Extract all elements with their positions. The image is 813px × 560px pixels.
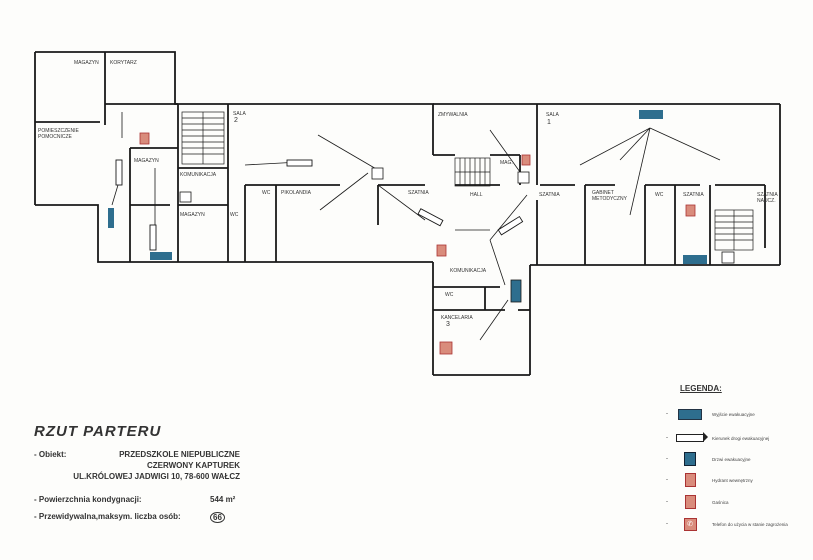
- room-sala-right: SALA: [546, 112, 559, 118]
- room-zmywalnia: ZMYWALNIA: [438, 112, 468, 118]
- object-name-line1: PRZEDSZKOLE NIEPUBLICZNE: [119, 450, 240, 459]
- stairs: [181, 111, 754, 251]
- fire-equipment: [139, 132, 696, 355]
- area-label: - Powierzchnia kondygnacji:: [34, 495, 142, 504]
- emergency-door-icon: [371, 167, 384, 180]
- legend-item: - Kierunek drogi ewakuacyjnej: [666, 432, 770, 442]
- exit-sign-icon: [678, 408, 702, 420]
- fire-extinguisher-icon: [684, 495, 696, 509]
- evacuation-routes: [111, 112, 721, 341]
- legend-title: LEGENDA:: [680, 384, 722, 393]
- room-wc-left: WC: [262, 190, 271, 196]
- legend-item: - Hydrant wewnętrzny: [666, 472, 753, 488]
- exit-sign-icon: [150, 252, 172, 260]
- legend-item: - ✆ Telefon do użycia w stanie zagrożeni…: [666, 516, 788, 532]
- room-mag: MAG.: [500, 160, 513, 166]
- exit-sign-icon: [683, 255, 707, 264]
- legend-item: - Drzwi ewakuacyjne: [666, 451, 751, 467]
- room-szatnia-right1: SZATNIA: [539, 192, 560, 198]
- phone-icon: [439, 341, 453, 355]
- room-magazyn-low: MAGAZYN: [180, 212, 205, 218]
- persons-value: 66: [210, 512, 225, 523]
- emergency-door-icon: [179, 191, 192, 203]
- fire-hydrant-icon: [139, 132, 150, 145]
- room-wc-left2: WC: [230, 212, 239, 218]
- room-kancelaria: KANCELARIA: [441, 315, 473, 321]
- room-magazyn-top: MAGAZYN: [74, 60, 99, 66]
- legend-item: - Gaśnica: [666, 494, 729, 510]
- plan-title: RZUT PARTERU: [34, 423, 162, 440]
- room-korytarz: KORYTARZ: [110, 60, 137, 66]
- legend-text: Drzwi ewakuacyjne: [712, 456, 751, 462]
- room-magazyn-mid: MAGAZYN: [134, 158, 159, 164]
- legend-text: Telefon do użycia w stanie zagrożenia: [712, 521, 788, 527]
- walls: [34, 51, 781, 376]
- legend-text: Kierunek drogi ewakuacyjnej: [712, 435, 770, 441]
- room-pomieszczenie: POMIESZCZENIE POMOCNICZE: [38, 128, 79, 140]
- fire-hydrant-icon: [685, 204, 696, 217]
- evacuation-arrows: [115, 159, 524, 251]
- room-szatnia-naucz: SZATNIA NAUCZ.: [757, 192, 778, 204]
- room-szatnia-right2: SZATNIA: [683, 192, 704, 198]
- room-pikolandia: PIKOLANDIA: [281, 190, 312, 196]
- legend-text: Hydrant wewnętrzny: [712, 477, 753, 483]
- room-sala-left-number: 2: [234, 117, 238, 124]
- fire-hydrant-icon: [521, 154, 531, 166]
- exit-sign-icon: [639, 110, 663, 119]
- fire-hydrant-icon: [684, 473, 696, 487]
- room-komunikacja-low: KOMUNIKACJA: [450, 268, 487, 274]
- emergency-door-icon: [510, 279, 522, 303]
- object-name-line2: CZERWONY KAPTUREK: [146, 461, 240, 470]
- room-wc-low: WC: [445, 292, 454, 298]
- exit-sign-icon: [108, 208, 114, 228]
- room-szatnia-mid: SZATNIA: [408, 190, 429, 196]
- phone-icon: ✆: [683, 517, 697, 531]
- fire-extinguisher-icon: [436, 244, 447, 257]
- legend-item: - Wyjście ewakuacyjne: [666, 406, 755, 422]
- exit-signs: [108, 110, 707, 264]
- emergency-door-icon: [721, 251, 735, 264]
- persons-label: - Przewidywalna,maksym. liczba osób:: [34, 512, 181, 521]
- room-gabinet: GABINET METODYCZNY: [592, 190, 627, 202]
- room-hall: HALL: [470, 192, 483, 198]
- evacuation-arrow-icon: [676, 432, 708, 442]
- room-wc-right: WC: [655, 192, 664, 198]
- legend-text: Wyjście ewakuacyjne: [712, 411, 755, 417]
- emergency-door-icon: [517, 171, 530, 184]
- object-label: - Obiekt:: [34, 450, 67, 459]
- emergency-doors: [179, 167, 735, 303]
- room-sala-right-number: 1: [547, 119, 551, 126]
- object-address: UL.KRÓLOWEJ JADWIGI 10, 78-600 WAŁCZ: [73, 472, 240, 481]
- room-kancelaria-number: 3: [446, 321, 450, 328]
- emergency-door-icon: [684, 452, 696, 466]
- room-komunikacja-left: KOMUNIKACJA: [180, 172, 217, 178]
- legend-text: Gaśnica: [712, 499, 729, 505]
- area-value: 544 m²: [210, 495, 236, 504]
- room-sala-left: SALA: [233, 111, 246, 117]
